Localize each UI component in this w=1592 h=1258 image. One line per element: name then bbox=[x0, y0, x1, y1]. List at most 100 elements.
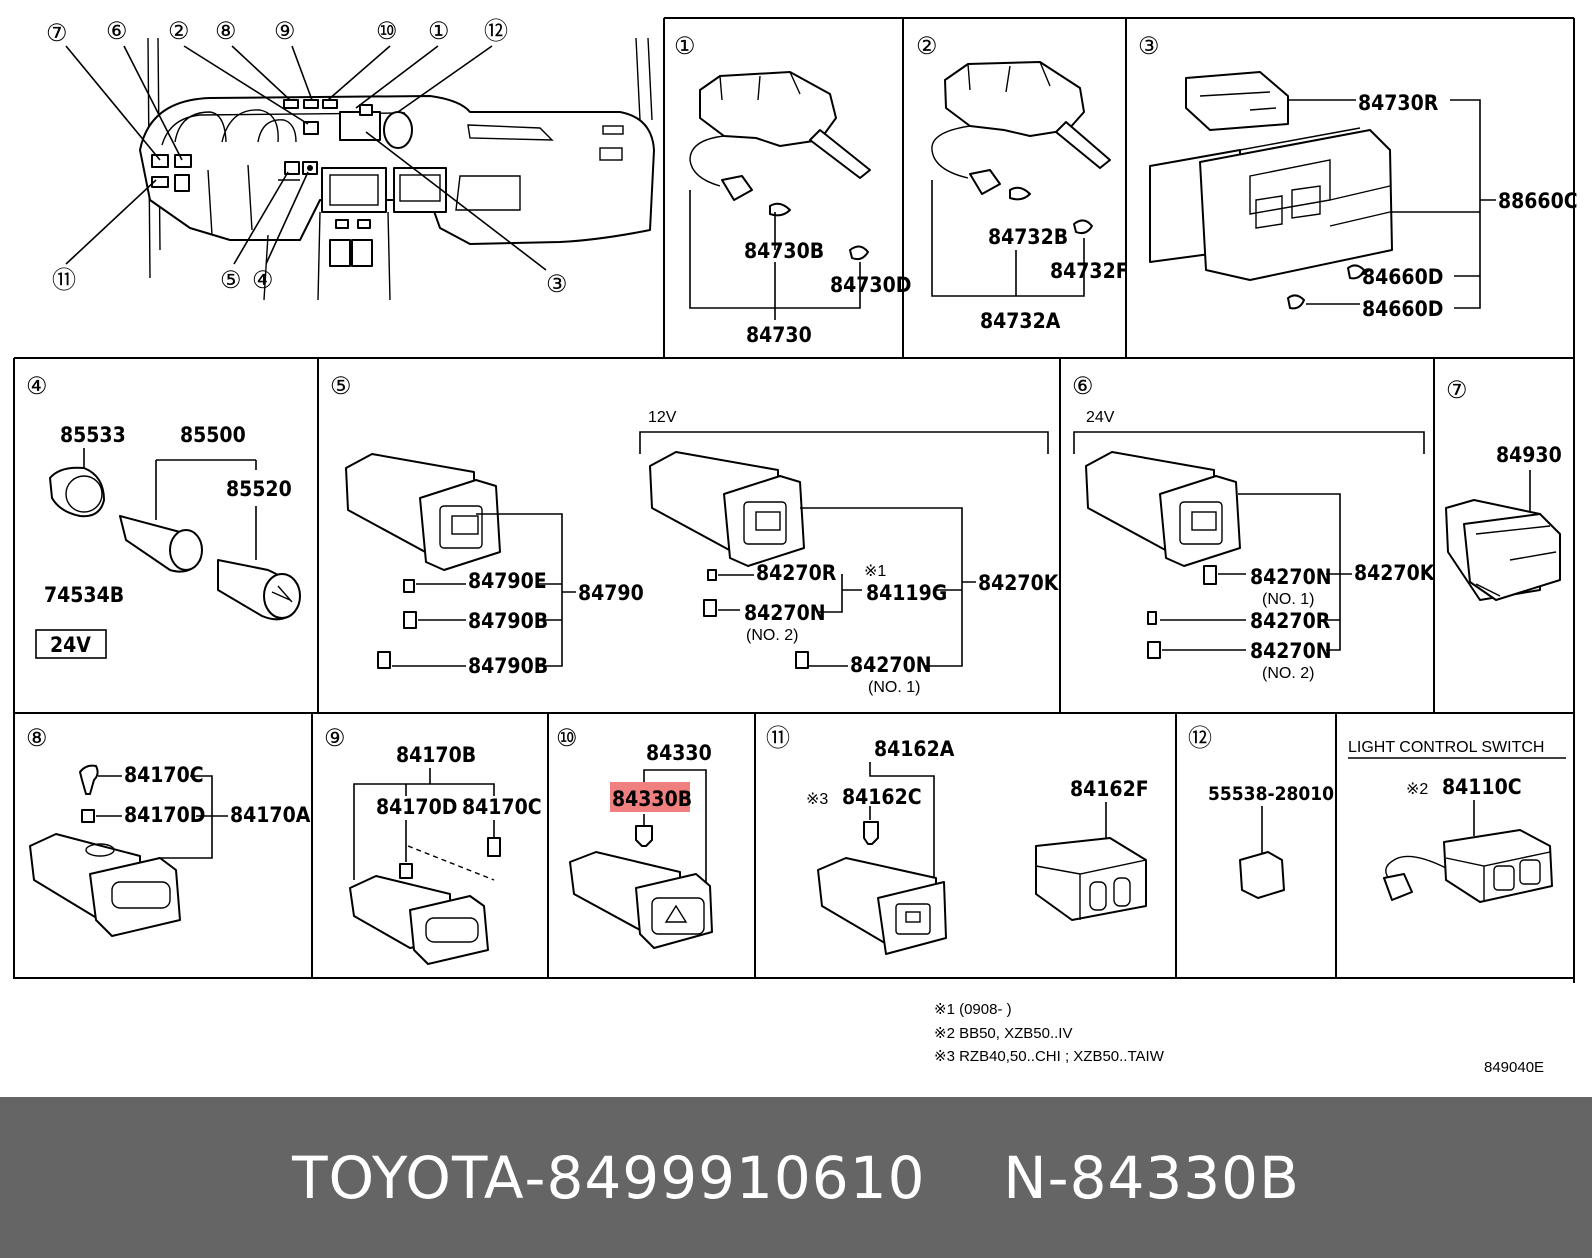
panel-5-switch-drawing-b bbox=[649, 451, 805, 567]
light-control-switch-title: LIGHT CONTROL SWITCH bbox=[1348, 739, 1544, 756]
part-84330: 84330 bbox=[646, 741, 712, 765]
footer-separator: - bbox=[524, 1143, 547, 1212]
part-85533: 85533 bbox=[60, 423, 126, 447]
part-88660C: 88660C bbox=[1498, 189, 1578, 213]
part-84790B-a: 84790B bbox=[468, 609, 548, 633]
panel-9-switch-drawing bbox=[349, 875, 489, 965]
part-84732A: 84732A bbox=[980, 309, 1061, 333]
part-84270K: 84270K bbox=[978, 571, 1060, 595]
panel-5-mark: ※1 bbox=[864, 563, 886, 580]
part-84162A: 84162A bbox=[874, 737, 955, 761]
part-84730B: 84730B bbox=[744, 239, 824, 263]
panel-5: ⑤ 12V 84790E 84790 84790B 84790B 84270 bbox=[330, 373, 1060, 696]
footer-separator-2: - bbox=[1047, 1143, 1070, 1212]
panel-11: ⑪ 84162A ※3 84162C 84162F bbox=[766, 725, 1149, 955]
part-84170B: 84170B bbox=[396, 743, 476, 767]
part-84730: 84730 bbox=[746, 323, 812, 347]
panel-12-cap-drawing bbox=[1239, 851, 1285, 899]
panel-4-socket-drawing bbox=[49, 466, 301, 621]
footnotes: ※1 (0908- ) ※2 BB50, XZB50..IV ※3 RZB40,… bbox=[934, 1001, 1544, 1076]
panel-10-callout: ⑩ bbox=[556, 725, 578, 752]
panel-3-unit-drawing bbox=[1149, 71, 1393, 310]
footnote-3: ※3 RZB40,50..CHI ; XZB50..TAIW bbox=[934, 1048, 1165, 1065]
panel-12: ⑫ 55538-28010 bbox=[1188, 725, 1334, 899]
panel-7-callout: ⑦ bbox=[1446, 377, 1468, 404]
panel-2-callout: ② bbox=[916, 33, 938, 60]
footer-ref: 84330B bbox=[1069, 1143, 1300, 1212]
footnote-2: ※2 BB50, XZB50..IV bbox=[934, 1025, 1072, 1042]
panel-6: ⑥ 24V 84270N (NO. 1) 84270K 84270R 84270… bbox=[1072, 373, 1436, 682]
panel-6-callout: ⑥ bbox=[1072, 373, 1094, 400]
panel-9-bulb-c bbox=[487, 837, 501, 857]
footer-bar: TOYOTA - 8499910610 N - 84330B bbox=[0, 1097, 1592, 1258]
part-84660D-a: 84660D bbox=[1362, 265, 1443, 289]
panel-8-bulb-a bbox=[79, 764, 99, 795]
part-84270R: 84270R bbox=[756, 561, 837, 585]
dashboard-overview bbox=[139, 37, 655, 301]
panel-5-bulbs bbox=[377, 569, 809, 669]
part-84732B: 84732B bbox=[988, 225, 1068, 249]
panel-5-note-no2: (NO. 2) bbox=[746, 627, 798, 644]
part-84270N-p6-no2: 84270N bbox=[1250, 639, 1332, 663]
overview-callout-12: ⑫ bbox=[484, 18, 508, 45]
footer-gap bbox=[926, 1144, 1004, 1212]
overview-callout-5: ⑤ bbox=[220, 267, 242, 294]
part-84162C: 84162C bbox=[842, 785, 922, 809]
panel-10-hazard-switch-drawing bbox=[569, 851, 713, 949]
panel-11-bulb bbox=[863, 821, 879, 845]
part-84730R: 84730R bbox=[1358, 91, 1439, 115]
part-84732F: 84732F bbox=[1050, 259, 1129, 283]
panel-7: ⑦ 84930 bbox=[1445, 377, 1562, 601]
part-85520: 85520 bbox=[226, 477, 292, 501]
panel-6-voltage: 24V bbox=[1086, 409, 1115, 426]
panel-8-callout: ⑧ bbox=[26, 725, 48, 752]
part-85500: 85500 bbox=[180, 423, 246, 447]
overview-callout-11: ⑪ bbox=[52, 267, 76, 294]
part-84270R-p6: 84270R bbox=[1250, 609, 1331, 633]
panel-frames bbox=[13, 17, 1575, 983]
voltage-box-24v bbox=[35, 629, 107, 659]
part-84660D-b: 84660D bbox=[1362, 297, 1443, 321]
footnote-1: ※1 (0908- ) bbox=[934, 1001, 1012, 1018]
footer-part-number: 8499910610 bbox=[546, 1143, 926, 1212]
panel-5-note-no1: (NO. 1) bbox=[868, 679, 920, 696]
panel-3: ③ 84730R 88660C 84660D 84660D bbox=[1138, 33, 1578, 321]
part-84270N-no2: 84270N bbox=[744, 601, 826, 625]
part-84330B-highlight bbox=[610, 782, 690, 812]
part-84119G: 84119G bbox=[866, 581, 947, 605]
part-84270N-no1: 84270N bbox=[850, 653, 932, 677]
parts-diagram: ⑦ ⑥ ② ⑧ ⑨ ⑩ ① ⑫ ⑪ ⑤ ④ ③ ① bbox=[13, 17, 1578, 1076]
light-control-switch-drawing bbox=[1383, 829, 1553, 903]
panel-8: ⑧ 84170C 84170D 84170A bbox=[26, 725, 311, 937]
overview-callouts: ⑦ ⑥ ② ⑧ ⑨ ⑩ ① ⑫ ⑪ ⑤ ④ ③ bbox=[46, 18, 568, 298]
panel-4-voltage: 24V bbox=[50, 633, 91, 657]
panel-10-bulb bbox=[635, 825, 653, 847]
panel-11-callout: ⑪ bbox=[766, 725, 790, 752]
part-84270N-p6-no1: 84270N bbox=[1250, 565, 1332, 589]
panel-6-bulbs bbox=[1147, 565, 1217, 659]
overview-callout-9: ⑨ bbox=[274, 18, 296, 45]
panel-6-note-no2: (NO. 2) bbox=[1262, 665, 1314, 682]
part-84330B[interactable]: 84330B bbox=[612, 787, 692, 811]
part-84170C-p9: 84170C bbox=[462, 795, 542, 819]
panel-12-callout: ⑫ bbox=[1188, 725, 1212, 752]
part-84790B-b: 84790B bbox=[468, 654, 548, 678]
panel-2-connector-drawing bbox=[931, 61, 1111, 235]
panel-11-switch-drawing-b bbox=[1035, 837, 1147, 921]
panel-9-callout: ⑨ bbox=[324, 725, 346, 752]
panel-4: ④ 85533 85500 85520 74534B 24V bbox=[26, 373, 301, 659]
panel-6-note-no1: (NO. 1) bbox=[1262, 591, 1314, 608]
part-84110C: 84110C bbox=[1442, 775, 1522, 799]
part-84790: 84790 bbox=[578, 581, 644, 605]
part-74534B: 74534B bbox=[44, 583, 124, 607]
panel-3-callout: ③ bbox=[1138, 33, 1160, 60]
panel-9: ⑨ 84170B 84170D 84170C bbox=[324, 725, 542, 965]
panel-7-switch-drawing bbox=[1445, 499, 1561, 601]
panel-9-bulb-d bbox=[399, 863, 413, 879]
overview-leader-lines bbox=[65, 45, 547, 271]
footer-brand: TOYOTA bbox=[292, 1143, 525, 1212]
footer-title: TOYOTA - 8499910610 N - 84330B bbox=[0, 1097, 1592, 1258]
overview-callout-8: ⑧ bbox=[215, 18, 237, 45]
part-84790E: 84790E bbox=[468, 569, 547, 593]
panel-10: ⑩ 84330 84330B bbox=[556, 725, 713, 949]
